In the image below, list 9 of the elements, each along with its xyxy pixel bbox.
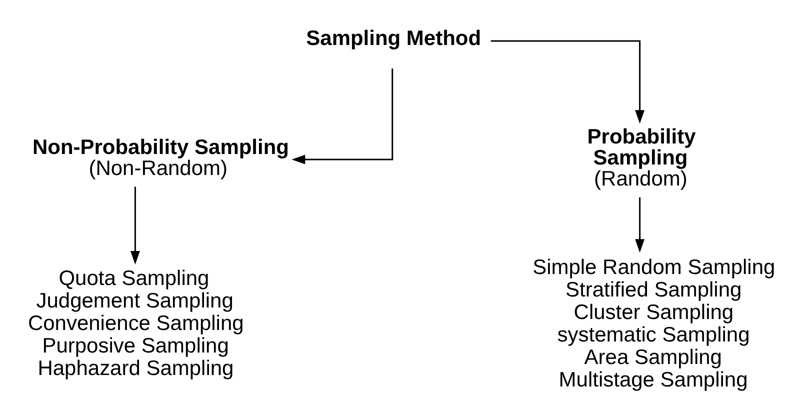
- arrow: [634, 197, 644, 253]
- node-text: Non-Probability Sampling (Non-Random): [32, 136, 288, 180]
- arrow: [291, 68, 393, 164]
- arrow: [130, 186, 140, 264]
- node-text: Simple Random Sampling Stratified Sampling Cluster Sampling systematic Sampling Area Sampling Multistage Sampling: [532, 256, 775, 392]
- node-text: Quota Sampling Judgement Sampling Convenience Sampling Purposive Sampling Haphazard Sampling: [27, 267, 244, 380]
- node-text: Probability Sampling (Random): [586, 125, 696, 190]
- node-text: Sampling Method: [306, 27, 481, 50]
- arrow: [490, 40, 644, 124]
